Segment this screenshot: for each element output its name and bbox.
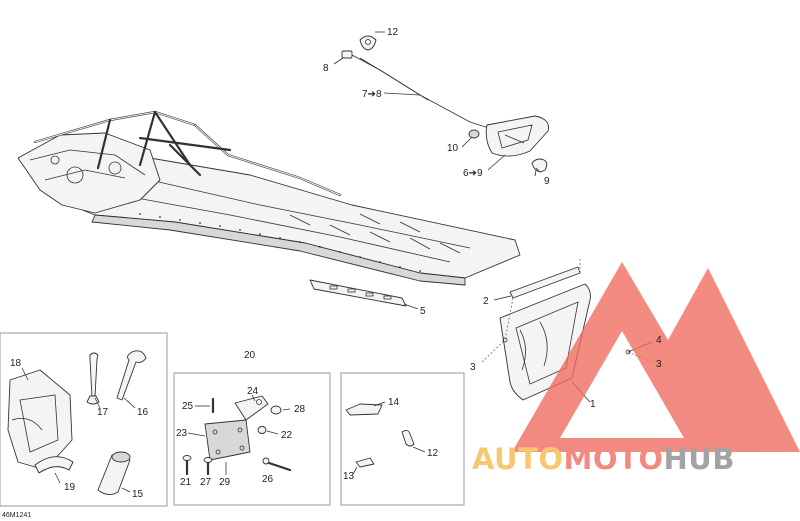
inset-reflector-frame bbox=[340, 372, 465, 506]
inset-toolkit-frame bbox=[0, 332, 168, 507]
callout-27: 27 bbox=[200, 477, 212, 488]
callout-12: 12 bbox=[387, 27, 399, 38]
callout-8: 8 bbox=[323, 63, 329, 74]
callout-14: 14 bbox=[388, 397, 400, 408]
watermark-auto: AUTO bbox=[472, 442, 564, 476]
callout-24: 24 bbox=[247, 386, 259, 397]
callout-16: 16 bbox=[137, 407, 149, 418]
callout-12-inset: 12 bbox=[427, 448, 439, 459]
callout-10: 10 bbox=[447, 143, 459, 154]
callout-17: 17 bbox=[97, 407, 109, 418]
tail-light-assembly bbox=[341, 35, 549, 173]
callout-19: 19 bbox=[64, 482, 76, 493]
watermark-hub: HUB bbox=[664, 442, 735, 476]
callout-5: 5 bbox=[420, 306, 426, 317]
callout-25: 25 bbox=[182, 401, 194, 412]
watermark-triangle-logo bbox=[512, 262, 800, 452]
callout-18: 18 bbox=[10, 358, 22, 369]
callout-13: 13 bbox=[343, 471, 355, 482]
hitch-parts bbox=[182, 394, 292, 476]
callout-29: 29 bbox=[219, 477, 231, 488]
watermark-moto: MOTO bbox=[564, 442, 664, 476]
diagram-reference-code: 46M1241 bbox=[2, 512, 31, 519]
callout-2: 2 bbox=[483, 296, 489, 307]
callout-1: 1 bbox=[590, 399, 596, 410]
callout-3-right: 3 bbox=[656, 359, 662, 370]
callout-28: 28 bbox=[294, 404, 306, 415]
callout-7-8: 7➔8 bbox=[362, 89, 382, 100]
callout-labels: 12 8 7➔8 10 6➔9 9 2 5 4 3 3 1 18 17 16 1… bbox=[10, 27, 662, 500]
snowmobile-frame-tunnel bbox=[17, 110, 521, 286]
callout-22: 22 bbox=[281, 430, 293, 441]
toolkit-parts bbox=[7, 350, 147, 495]
callout-23: 23 bbox=[176, 428, 188, 439]
callout-15: 15 bbox=[132, 489, 144, 500]
automotohub-watermark: AUTOMOTOHUB bbox=[472, 262, 800, 476]
rear-reinforcement-bar bbox=[309, 279, 407, 307]
watermark-text: AUTOMOTOHUB bbox=[472, 442, 735, 476]
inset-hitch-frame bbox=[173, 372, 331, 506]
callout-3-left: 3 bbox=[470, 362, 476, 373]
reflector-parts bbox=[345, 401, 426, 475]
callout-21: 21 bbox=[180, 477, 192, 488]
callout-4: 4 bbox=[656, 335, 662, 346]
callout-9: 9 bbox=[544, 176, 550, 187]
callout-20: 20 bbox=[244, 350, 256, 361]
callout-26: 26 bbox=[262, 474, 274, 485]
callout-6-9: 6➔9 bbox=[463, 168, 483, 179]
